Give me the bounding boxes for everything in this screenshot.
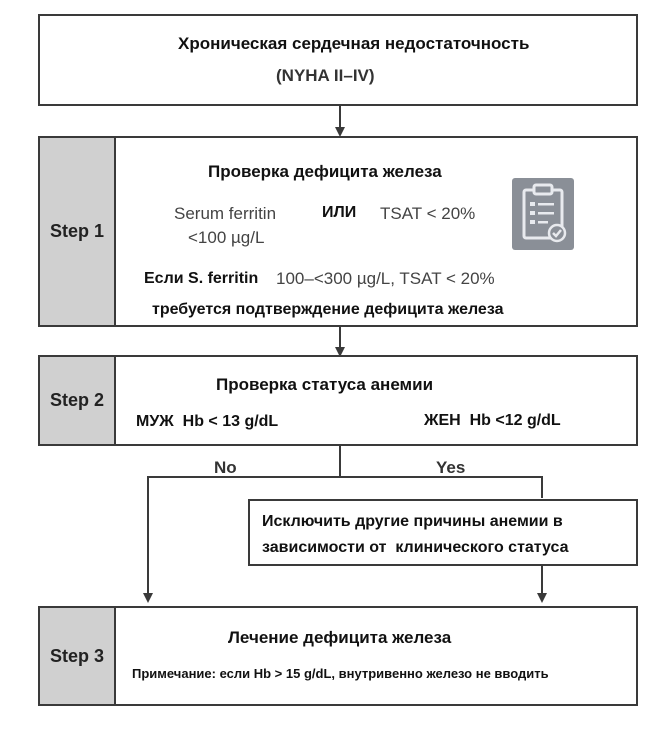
step1-confirm: требуется подтверждение дефицита железа (152, 301, 504, 318)
top-box: Хроническая сердечная недостаточность (N… (38, 14, 638, 106)
clipboard-check-icon (512, 178, 574, 250)
step1-ferritin-line2: <100 µg/L (188, 228, 265, 247)
exclude-line1: Исключить другие причины анемии в (262, 513, 563, 530)
step2-female: ЖЕН Hb <12 g/dL (424, 412, 561, 429)
exclude-box: Исключить другие причины анемии в зависи… (248, 499, 638, 566)
step3-heading: Лечение дефицита железа (228, 628, 452, 647)
step2-male: МУЖ Hb < 13 g/dL (136, 413, 279, 430)
step2-label: Step 2 (40, 357, 116, 444)
step1-label: Step 1 (40, 138, 116, 325)
step3-note: Примечание: если Hb > 15 g/dL, внутривен… (132, 666, 549, 681)
step2-heading: Проверка статуса анемии (216, 375, 434, 394)
line-no-branch (143, 476, 340, 603)
exclude-line2: зависимости от клинического статуса (262, 539, 569, 556)
step1-if-prefix: Если S. ferritin (144, 270, 259, 287)
step3-box: Step 3 Лечение дефицита железа Примечани… (38, 606, 638, 706)
step1-ferritin-line1: Serum ferritin (174, 204, 277, 223)
step3-label: Step 3 (40, 608, 116, 704)
branch-yes-label: Yes (436, 458, 466, 477)
step2-box: Step 2 Проверка статуса анемии МУЖ Hb < … (38, 355, 638, 446)
step1-or: ИЛИ (322, 204, 357, 221)
step1-tsat: TSAT < 20% (380, 204, 476, 223)
top-title: Хроническая сердечная недостаточность (178, 34, 530, 53)
branch-no-label: No (214, 458, 237, 477)
step1-heading: Проверка дефицита железа (208, 162, 442, 181)
top-subtitle: (NYHA II–IV) (276, 66, 375, 85)
step1-if-values: 100–<300 µg/L, TSAT < 20% (276, 269, 495, 288)
line-yes-branch (340, 476, 543, 498)
